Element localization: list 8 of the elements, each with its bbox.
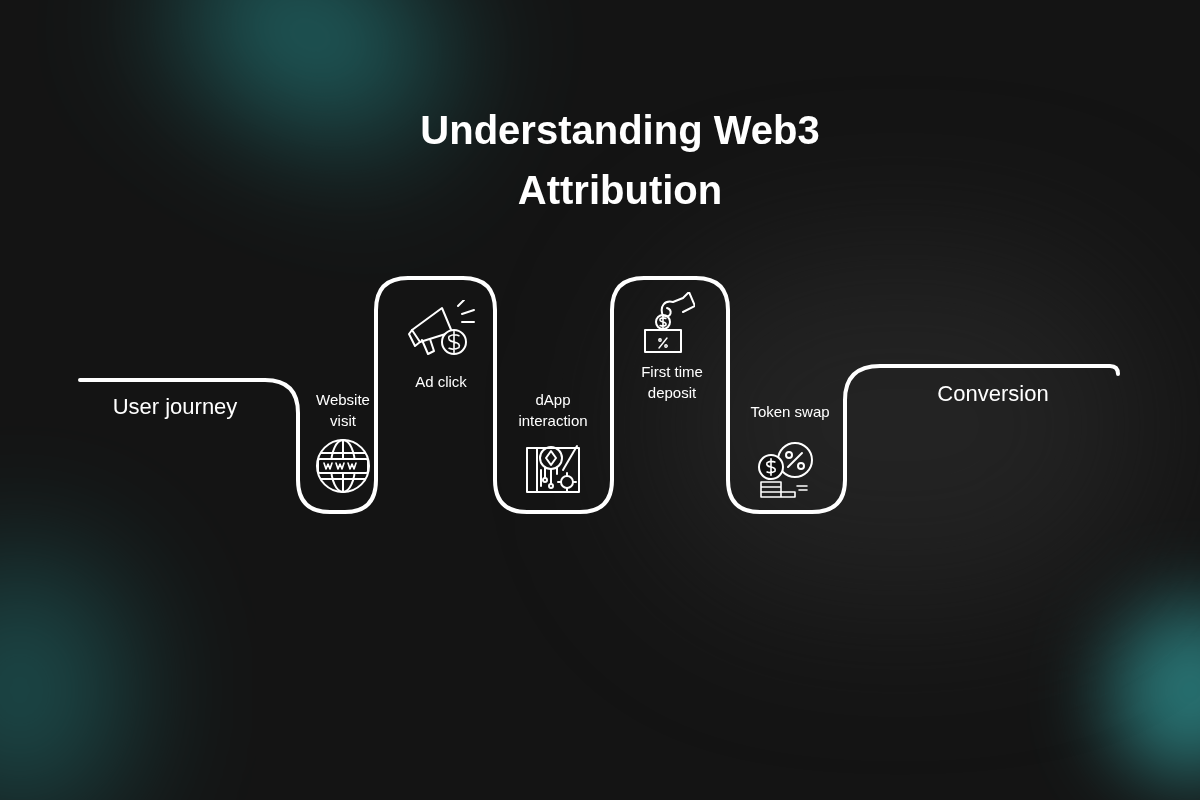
step-label: Website visit bbox=[315, 390, 371, 431]
step-label: First time deposit bbox=[640, 362, 704, 403]
step-label: Ad click bbox=[414, 371, 468, 392]
step-label: User journey bbox=[111, 393, 239, 421]
step-label: Conversion bbox=[936, 380, 1050, 408]
step-label: Token swap bbox=[749, 401, 831, 422]
step-label: dApp interaction bbox=[517, 390, 589, 431]
title: Understanding Web3 Attribution bbox=[419, 107, 821, 214]
